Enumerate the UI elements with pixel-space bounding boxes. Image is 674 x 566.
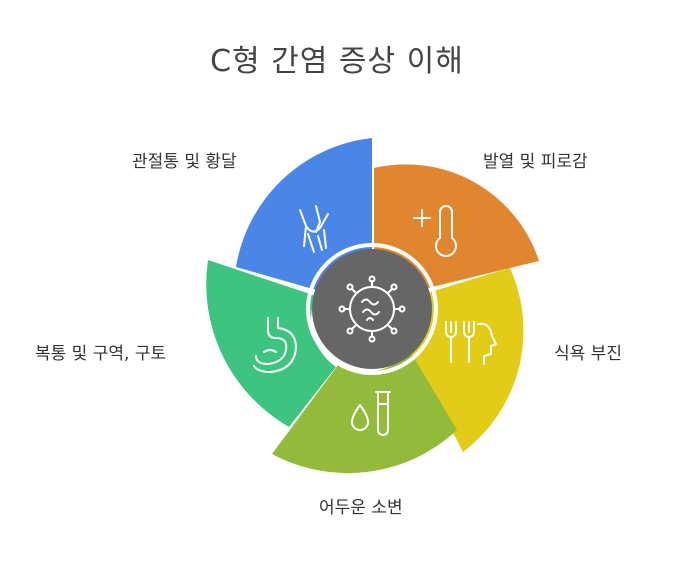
drop-test-tube-icon — [351, 391, 391, 436]
label-abdominal: 복통 및 구역, 구토 — [35, 344, 167, 364]
thermometer-icon — [413, 205, 457, 257]
label-dark-urine: 어두운 소변 — [319, 498, 403, 518]
label-appetite: 식욕 부진 — [554, 344, 622, 364]
joint-knee-icon — [299, 205, 329, 253]
segment-abdominal — [206, 260, 336, 427]
stomach-icon — [253, 317, 297, 373]
center-circle — [312, 249, 432, 369]
segment-appetite — [410, 268, 524, 452]
virus-icon — [338, 275, 406, 343]
diagram-title: C형 간염 증상 이해 — [210, 44, 464, 79]
fork-head-icon — [445, 321, 497, 365]
center-ring — [306, 243, 438, 375]
label-fever: 발열 및 피로감 — [483, 152, 588, 172]
segment-fever — [374, 164, 539, 288]
label-joint-pain: 관절통 및 황달 — [132, 152, 237, 172]
